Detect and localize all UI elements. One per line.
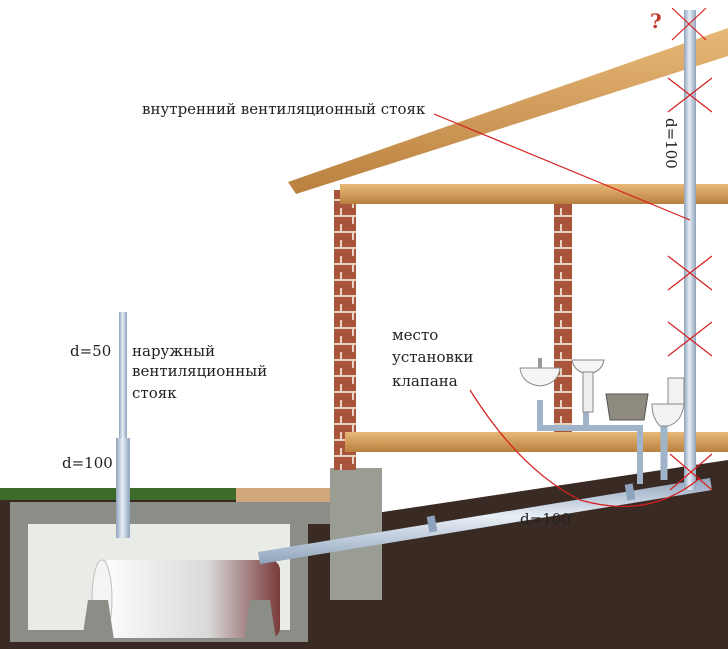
roof (288, 28, 728, 194)
outer-riser-label-line1: наружный (132, 342, 215, 360)
septic-tank (100, 560, 280, 638)
pipe-coupling-2 (624, 483, 636, 501)
pit-slab (10, 502, 330, 524)
toilet-bowl-icon (651, 403, 685, 427)
valve-label-line3: клапана (392, 372, 458, 390)
ceiling-beam (340, 184, 728, 204)
valve-label-line1: место (392, 326, 438, 344)
ground-slab (236, 488, 336, 502)
pit-wall-left (10, 522, 28, 640)
sewer-main-pipe (258, 478, 712, 564)
inner-riser-label: внутренний вентиляционный стояк (142, 100, 426, 118)
tank-support-right (244, 600, 276, 640)
washbasin-pedestal-icon (582, 371, 594, 413)
cross-marks (667, 7, 713, 491)
sink-icon (519, 367, 561, 387)
inner-riser-diameter: d=100 (662, 118, 680, 169)
brick-column-inner (554, 200, 572, 440)
basin-icon (605, 393, 649, 421)
outer-riser-thin (119, 312, 127, 442)
question-mark: ? (650, 9, 662, 33)
sewer-pipe-diameter: d=100 (520, 510, 571, 528)
outer-riser-label-line3: стояк (132, 384, 177, 402)
inner-riser (684, 10, 696, 490)
sink-drain (537, 400, 643, 484)
tank-support-left (82, 600, 114, 640)
toilet-tank-icon (667, 377, 685, 405)
brick-wall-outer (334, 190, 356, 470)
valve-pointer (469, 389, 701, 508)
inner-riser-pointer (433, 113, 691, 221)
floor-beam (345, 432, 728, 452)
sink-tap-icon (538, 358, 542, 368)
valve-label-line2: установки (392, 348, 473, 366)
pit-wall-right (290, 522, 308, 640)
pipe-coupling-1 (426, 515, 438, 533)
outer-riser-diameter-top: d=50 (70, 342, 111, 360)
outer-riser-diameter-bottom: d=100 (62, 454, 113, 472)
outer-riser-label-line2: вентиляционный (132, 362, 267, 380)
outer-riser-thick (116, 438, 130, 538)
